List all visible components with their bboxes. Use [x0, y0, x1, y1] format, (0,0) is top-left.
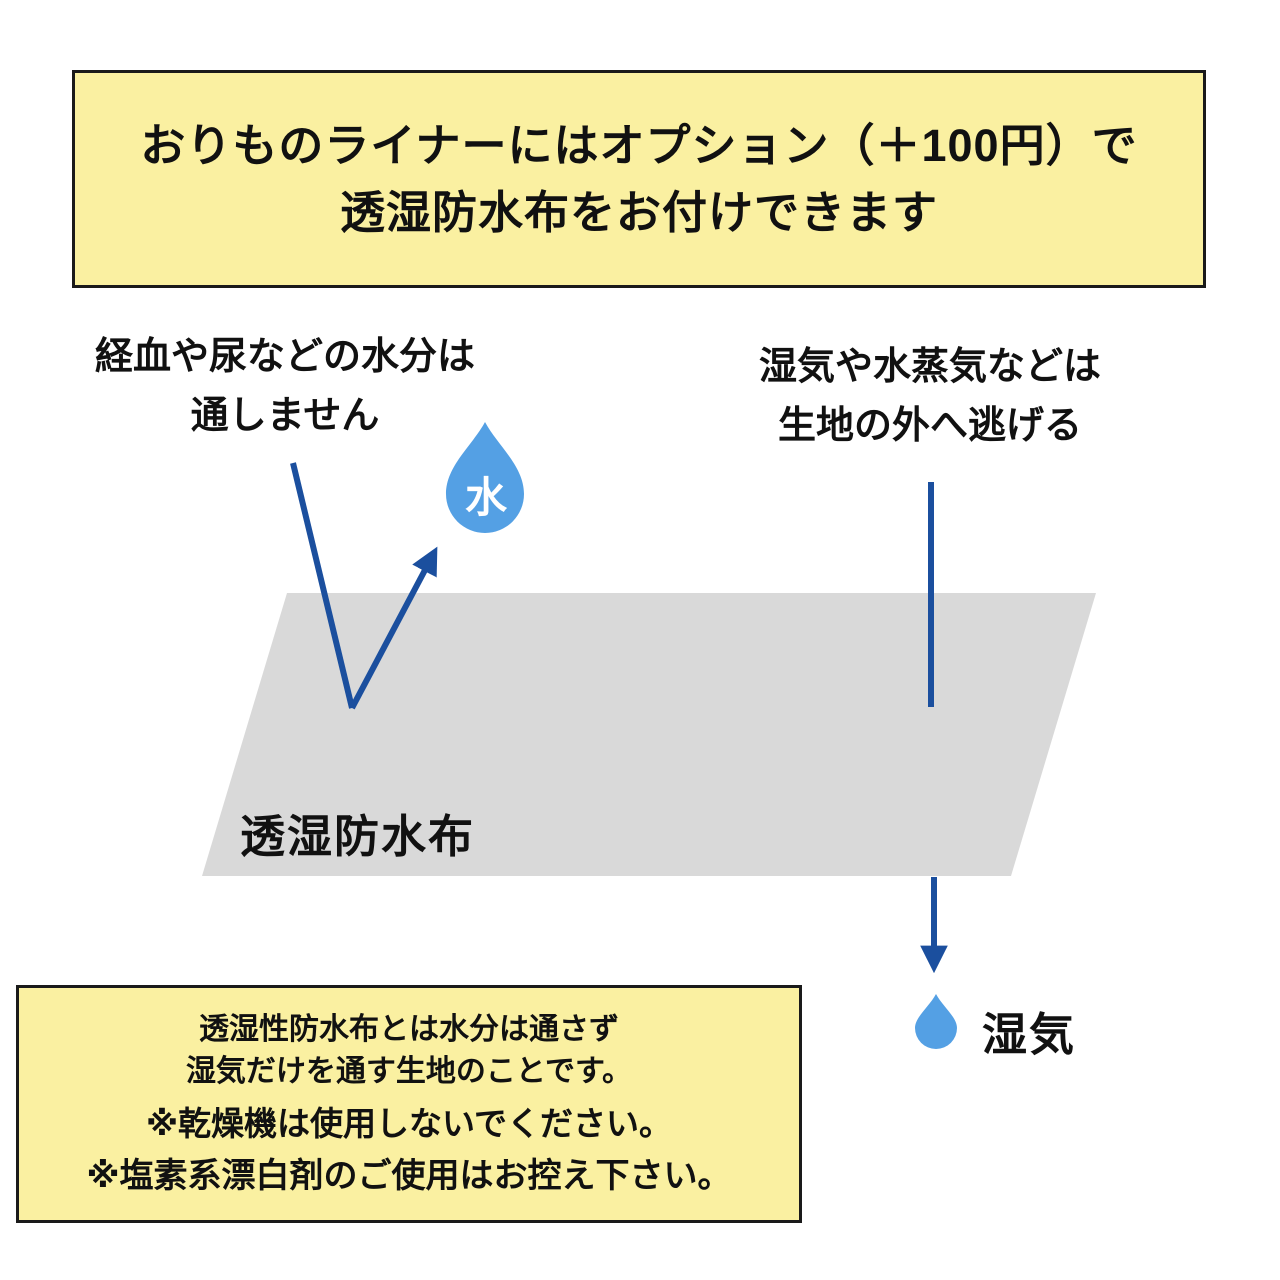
- footer-note-line1: 透湿性防水布とは水分は通さず: [199, 1013, 619, 1047]
- right-caption-line1: 湿気や水蒸気などは: [758, 346, 1101, 388]
- fabric-label: 透湿防水布: [240, 811, 476, 862]
- footer-note-box: 透湿性防水布とは水分は通さず 湿気だけを通す生地のことです。 ※乾燥機は使用しな…: [16, 985, 802, 1223]
- left-caption-line2: 通しません: [190, 394, 380, 437]
- moisture-label: 湿気: [982, 1009, 1077, 1060]
- water-deflect-arrow-down-icon: [290, 462, 355, 709]
- fabric-sheet: [202, 593, 1096, 876]
- footer-note-line3: ※乾燥機は使用しないでください。: [145, 1105, 673, 1143]
- water-deflect-arrow-up-icon: [349, 546, 438, 710]
- water-droplet-icon: [446, 422, 524, 533]
- header-banner-line2: 透湿防水布をお付けできます: [339, 187, 938, 238]
- footer-note-line4: ※塩素系漂白剤のご使用はお控え下さい。: [86, 1157, 732, 1196]
- left-caption: 経血や尿などの水分は 通しません: [50, 328, 520, 446]
- header-banner: おりものライナーにはオプション（＋100円）で 透湿防水布をお付けできます: [72, 70, 1206, 288]
- footer-note-line2: 湿気だけを通す生地のことです。: [185, 1055, 633, 1089]
- right-caption: 湿気や水蒸気などは 生地の外へ逃げる: [718, 338, 1142, 456]
- right-caption-line2: 生地の外へ逃げる: [777, 404, 1082, 447]
- water-droplet-label: 水: [464, 474, 507, 521]
- header-banner-line1: おりものライナーにはオプション（＋100円）で: [140, 119, 1138, 171]
- moisture-droplet-icon: [915, 994, 957, 1049]
- left-caption-line1: 経血や尿などの水分は: [94, 336, 475, 378]
